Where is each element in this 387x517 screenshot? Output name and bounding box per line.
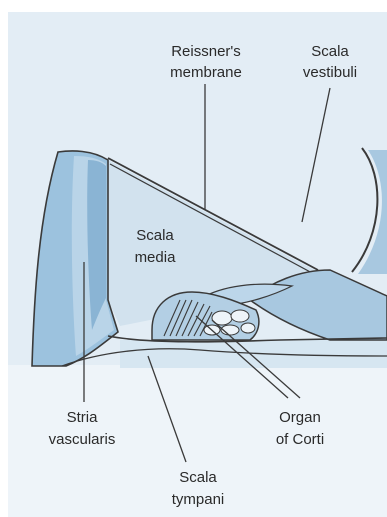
label-scala-tympani-line2: tympani <box>172 491 225 508</box>
label-scala-tympani-line1: Scala <box>179 469 217 486</box>
label-organ-of-corti-line1: Organ <box>279 409 321 426</box>
label-stria-line1: Stria <box>67 409 99 426</box>
label-scala-vestibuli-line1: Scala <box>311 43 349 60</box>
label-reissners-line2: membrane <box>170 64 242 81</box>
label-scala-media-line1: Scala <box>136 227 174 244</box>
label-organ-of-corti-line2: of Corti <box>276 431 324 448</box>
label-scala-vestibuli-line2: vestibuli <box>303 64 357 81</box>
label-stria-line2: vascularis <box>49 431 116 448</box>
scala-tympani-region <box>120 340 387 368</box>
label-reissners-line1: Reissner's <box>171 43 241 60</box>
label-scala-media-line2: media <box>135 249 177 266</box>
